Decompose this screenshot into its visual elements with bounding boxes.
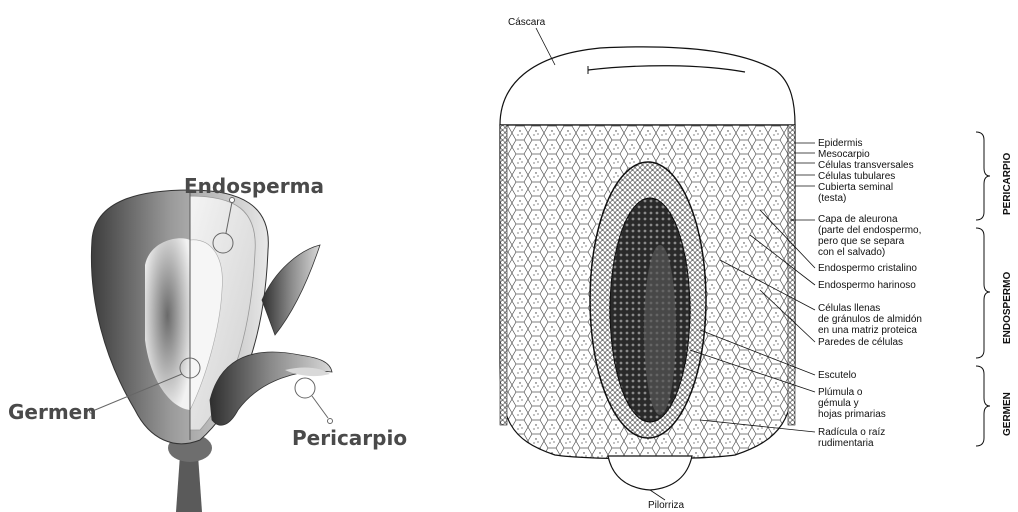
label-escutelo: Escutelo bbox=[818, 370, 857, 381]
pericarpio-label: Pericarpio bbox=[292, 426, 407, 450]
hull-top bbox=[500, 47, 795, 125]
group-pericarpio: PERICARPIO bbox=[1002, 153, 1013, 215]
cascara-label: Cáscara bbox=[508, 17, 546, 28]
label-epidermis: Epidermis bbox=[818, 138, 862, 149]
left-kernel-illustration: Endosperma Germen Pericarpio bbox=[8, 174, 407, 512]
pericarpio-marker bbox=[295, 378, 315, 398]
label-aleurona-4: con el salvado) bbox=[818, 247, 885, 258]
pericarp-back-flap bbox=[262, 245, 320, 335]
endosperma-label: Endosperma bbox=[184, 174, 324, 198]
label-plumula-1: Plúmula o bbox=[818, 387, 863, 398]
label-plumula-3: hojas primarias bbox=[818, 409, 886, 420]
label-harinoso: Endospermo harinoso bbox=[818, 280, 916, 291]
brace-endospermo bbox=[976, 228, 990, 358]
label-tubulares: Células tubulares bbox=[818, 171, 895, 182]
pericarpio-leader-dot bbox=[328, 419, 333, 424]
label-aleurona-1: Capa de aleurona bbox=[818, 214, 898, 225]
pericarpio-leader bbox=[312, 396, 328, 418]
label-celulas-3: en una matriz proteica bbox=[818, 325, 917, 336]
label-cubierta: Cubierta seminal bbox=[818, 182, 893, 193]
label-plumula-2: gémula y bbox=[818, 398, 859, 409]
label-celulas-2: de gránulos de almidón bbox=[818, 314, 922, 325]
pericarp-band-right bbox=[788, 125, 795, 425]
label-aleurona-3: pero que se separa bbox=[818, 236, 905, 247]
pilorriza-label: Pilorriza bbox=[648, 500, 685, 511]
label-radicula-2: rudimentaria bbox=[818, 438, 874, 449]
germen-label: Germen bbox=[8, 400, 97, 424]
group-germen: GERMEN bbox=[1002, 392, 1013, 436]
label-transversales: Células transversales bbox=[818, 160, 914, 171]
group-endospermo: ENDOSPERMO bbox=[1002, 272, 1013, 344]
label-cristalino: Endospermo cristalino bbox=[818, 263, 917, 274]
brace-pericarpio bbox=[976, 132, 990, 220]
endosperma-leader-dot bbox=[230, 198, 235, 203]
label-aleurona-2: (parte del endospermo, bbox=[818, 225, 921, 236]
label-paredes: Paredes de células bbox=[818, 337, 903, 348]
right-kernel-section: Cáscara Pilorriza Epidermis Mesocarpio C… bbox=[500, 17, 1013, 511]
label-mesocarpio: Mesocarpio bbox=[818, 149, 870, 160]
embryo-axis bbox=[644, 245, 676, 415]
brace-germen bbox=[976, 366, 990, 446]
kernel-stem bbox=[176, 455, 202, 512]
label-testa: (testa) bbox=[818, 193, 846, 204]
label-radicula-1: Radícula o raíz bbox=[818, 427, 885, 438]
pericarp-band-left bbox=[500, 125, 507, 425]
tip-cap bbox=[608, 456, 692, 490]
label-celulas-1: Células llenas bbox=[818, 303, 880, 314]
